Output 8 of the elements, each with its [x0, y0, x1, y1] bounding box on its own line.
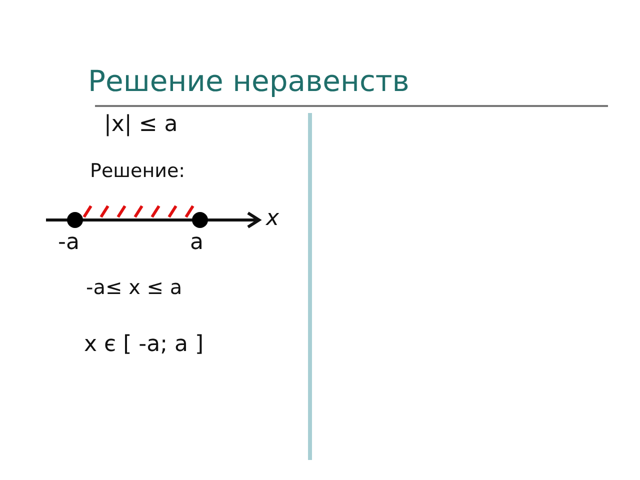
point-label: -a: [58, 230, 80, 255]
inequality-text: -a≤ x ≤ a: [86, 275, 182, 299]
axis-label: x: [266, 206, 280, 231]
point-label: a: [190, 230, 204, 255]
formula-text: |x| ≤ a: [104, 112, 178, 137]
interval-answer: x є [ -a; a ]: [84, 332, 204, 357]
solution-heading: Решение:: [90, 160, 186, 182]
title: Решение неравенств: [88, 64, 410, 98]
